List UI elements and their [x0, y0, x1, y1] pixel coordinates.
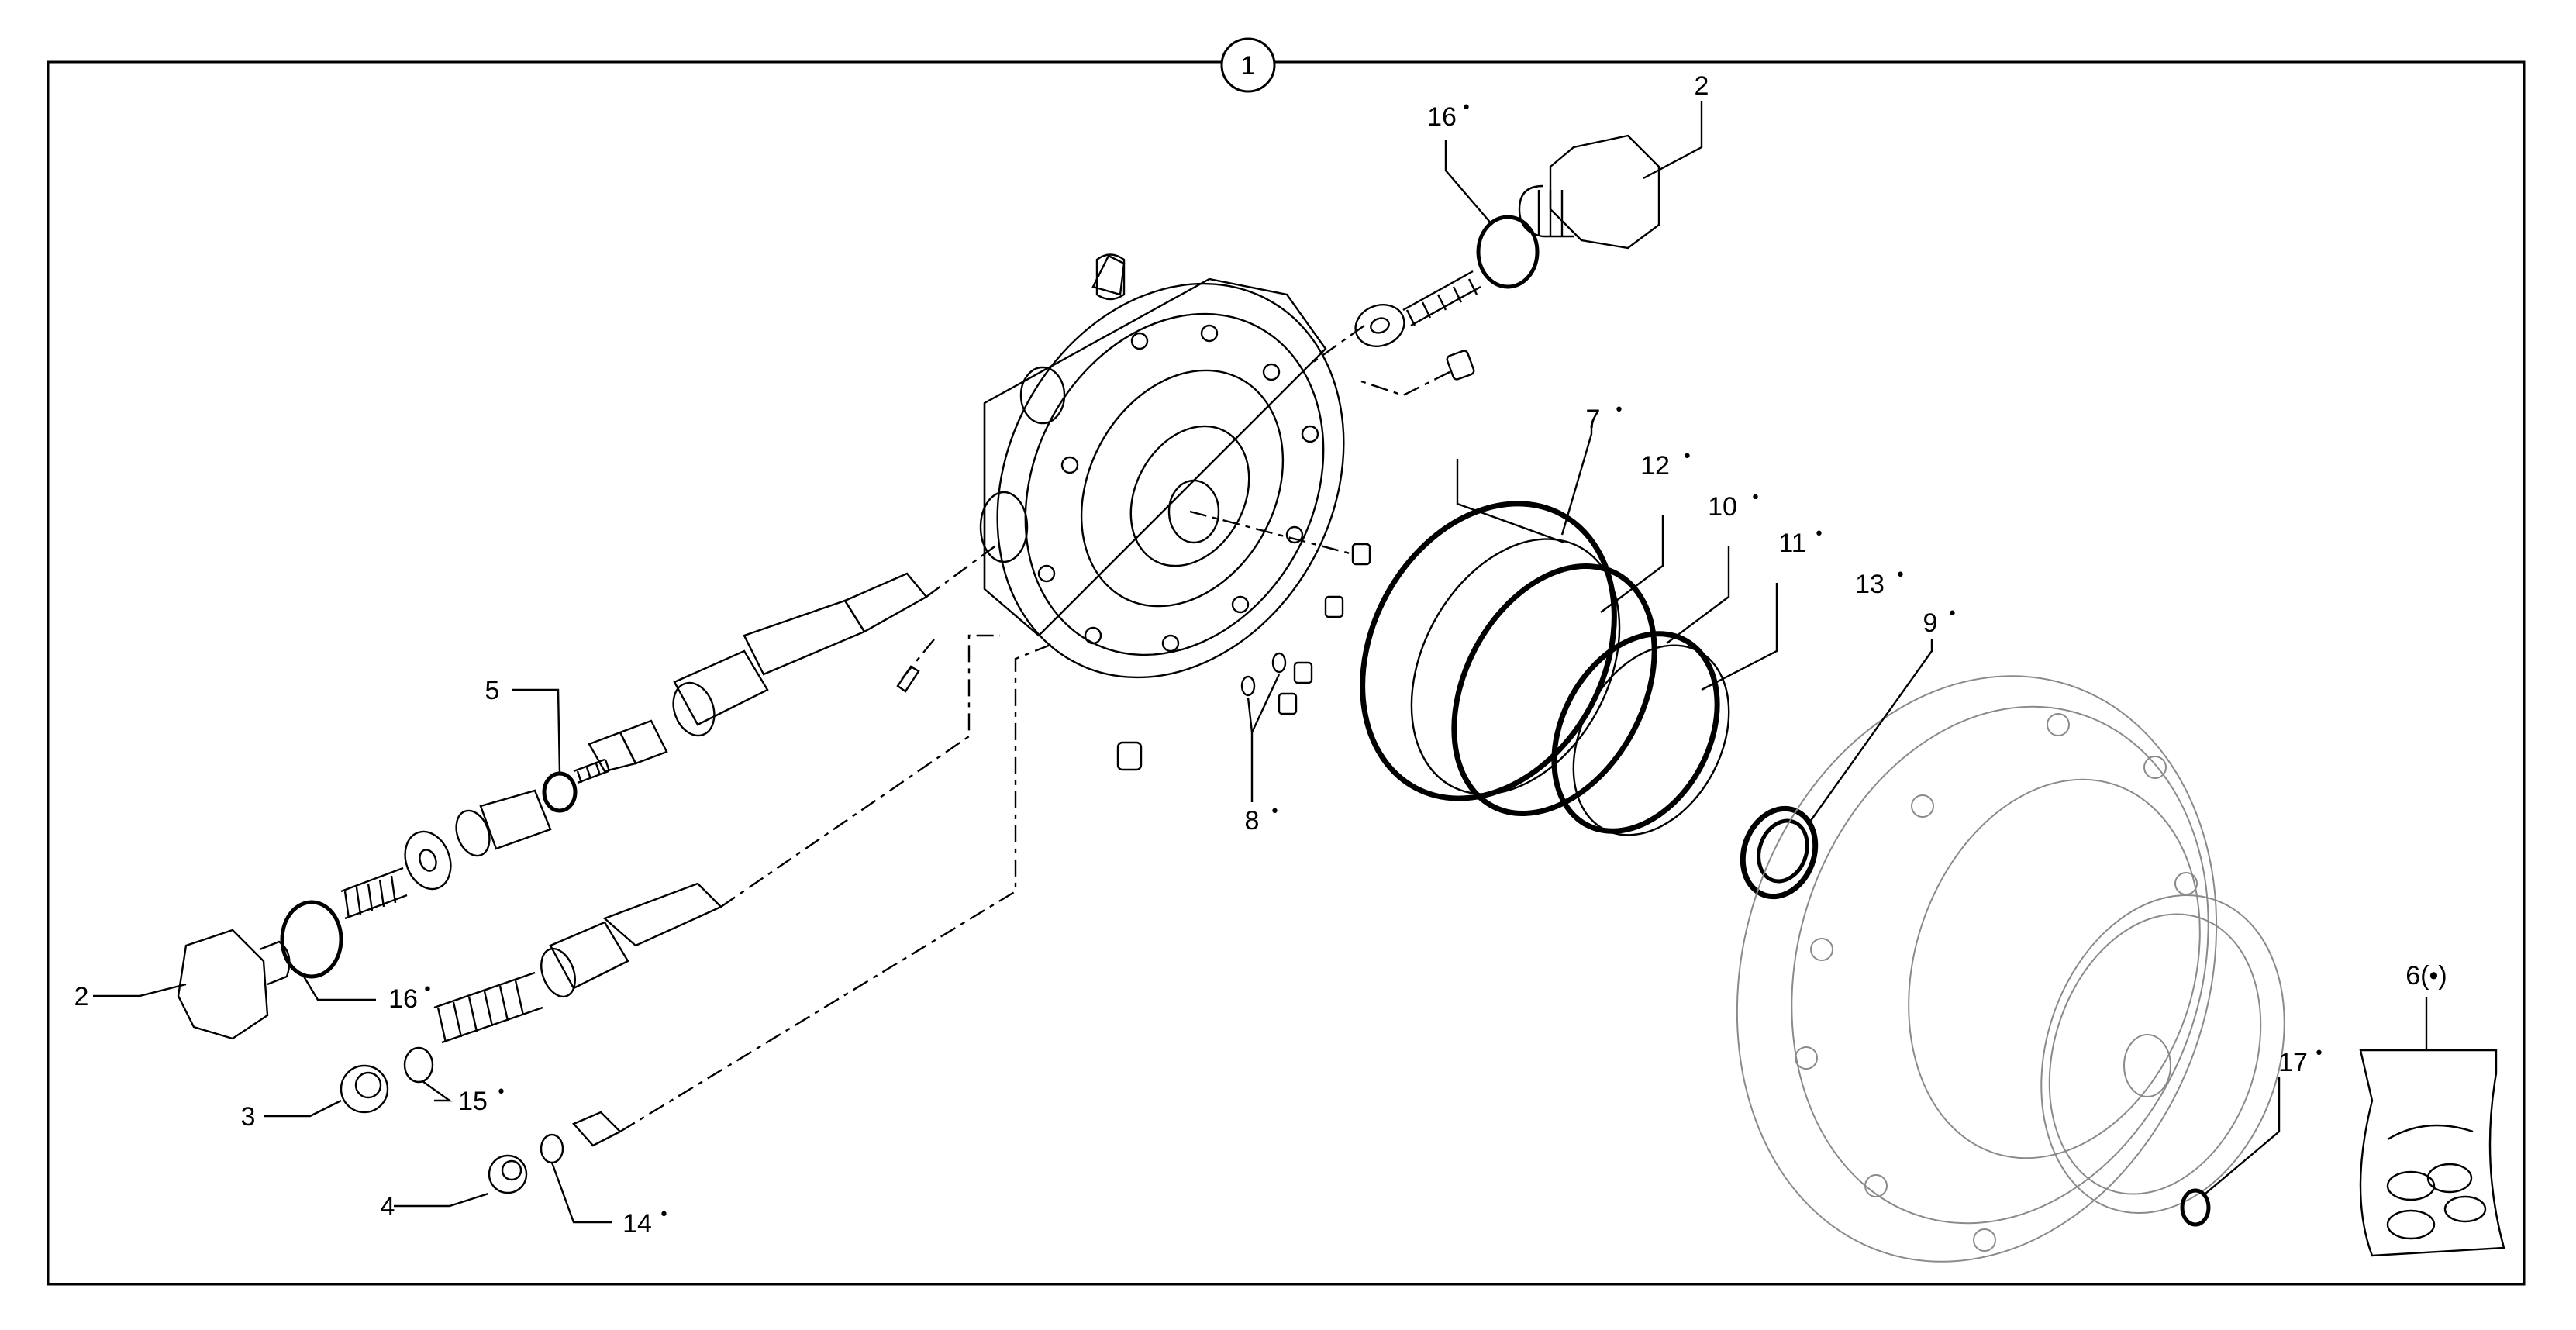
callout-12: 12 • — [1640, 447, 1692, 481]
centerline-6 — [1356, 370, 1450, 397]
spring-long — [433, 971, 543, 1044]
svg-text:8: 8 — [1245, 806, 1260, 836]
centerline-1 — [926, 542, 1001, 598]
centerline-2 — [720, 634, 1000, 908]
svg-text:13: 13 — [1855, 570, 1885, 599]
svg-text:•: • — [1814, 525, 1824, 544]
o-ring-17 — [2180, 1188, 2211, 1227]
svg-text:•: • — [1895, 566, 1905, 585]
spool-lower — [540, 882, 723, 998]
o-ring-8b — [1240, 675, 1256, 697]
o-ring-16-left — [280, 900, 343, 979]
callout-4: 4 — [381, 1192, 395, 1221]
small-plugs-right — [1278, 543, 1371, 715]
svg-text:2: 2 — [1695, 71, 1709, 101]
callout-9: 9 • — [1923, 605, 1957, 638]
seal-kit-bag — [2359, 1049, 2505, 1257]
seal-ring-12 — [1410, 538, 1621, 795]
seal-ring-10 — [1451, 563, 1657, 817]
check-ball-seat — [571, 1111, 622, 1147]
seal-ring-11 — [1551, 631, 1720, 834]
plunger-small — [588, 719, 668, 773]
callout-2-left: 2 — [74, 982, 89, 1011]
o-ring-14 — [540, 1133, 564, 1164]
spring-left — [340, 867, 408, 920]
svg-text:•: • — [1270, 802, 1280, 822]
callout-5: 5 — [485, 676, 500, 705]
svg-text:12: 12 — [1640, 451, 1670, 481]
o-ring-15 — [403, 1046, 434, 1084]
assembly-number-badge: 1 — [1220, 37, 1276, 93]
plug-top-right — [1518, 134, 1660, 250]
piston-mid — [455, 789, 552, 857]
locating-pin-top — [1095, 253, 1126, 301]
plug-left — [177, 929, 291, 1040]
svg-text:16: 16 — [388, 984, 418, 1014]
o-ring-5 — [542, 771, 578, 813]
svg-text:17: 17 — [2278, 1048, 2308, 1077]
washer-top-right — [1354, 304, 1405, 347]
centerline-5 — [1309, 325, 1365, 365]
svg-text:10: 10 — [1708, 492, 1737, 522]
motor-housing — [1736, 675, 2218, 1263]
callout-16-top: 16 • — [1427, 98, 1471, 132]
leader-lines — [93, 101, 2428, 1224]
shaft-seal-9 — [1740, 805, 1819, 900]
callout-7: 7 • — [1586, 401, 1624, 434]
callout-17: 17 • — [2278, 1044, 2324, 1077]
washer-left — [404, 830, 452, 891]
callout-15: 15 • — [458, 1083, 506, 1116]
callout-16-left: 16 • — [388, 980, 433, 1014]
plug-4 — [488, 1154, 528, 1194]
assembly-number: 1 — [1241, 51, 1256, 81]
svg-text:•: • — [1682, 447, 1692, 467]
callout-10: 10 • — [1708, 488, 1760, 522]
output-gear — [2040, 894, 2285, 1215]
seal-ring-13 — [1572, 644, 1730, 836]
callout-13: 13 • — [1855, 566, 1905, 599]
svg-text:5: 5 — [485, 676, 500, 705]
svg-text:3: 3 — [241, 1102, 256, 1132]
svg-text:6(•): 6(•) — [2405, 961, 2447, 991]
grub-screw-bottom — [1116, 741, 1143, 771]
svg-text:2: 2 — [74, 982, 89, 1011]
spring-small-5 — [573, 758, 611, 784]
centerline-7 — [898, 639, 935, 683]
spool-upper — [672, 572, 928, 737]
svg-text:15: 15 — [458, 1087, 488, 1116]
svg-text:•: • — [1750, 488, 1760, 508]
svg-text:•: • — [496, 1083, 506, 1102]
callout-6: 6(•) — [2405, 961, 2447, 991]
callout-2-top: 2 — [1695, 71, 1709, 101]
svg-text:7: 7 — [1586, 405, 1601, 434]
svg-text:16: 16 — [1427, 102, 1457, 132]
svg-text:•: • — [422, 980, 433, 1000]
svg-text:9: 9 — [1923, 608, 1938, 638]
grub-screw-top-right — [1446, 350, 1475, 381]
svg-text:14: 14 — [622, 1209, 652, 1239]
svg-text:•: • — [659, 1205, 669, 1225]
callout-11: 11 • — [1778, 525, 1824, 558]
centerline-4 — [1189, 510, 1354, 556]
plug-3 — [340, 1064, 389, 1114]
o-ring-8a — [1271, 652, 1287, 674]
callout-8: 8 • — [1245, 802, 1280, 836]
svg-text:•: • — [2314, 1044, 2324, 1063]
centerline-3 — [619, 642, 1055, 1133]
svg-text:11: 11 — [1778, 529, 1805, 558]
spring-top-right — [1402, 270, 1481, 327]
svg-text:•: • — [1461, 98, 1471, 118]
svg-text:•: • — [1614, 401, 1624, 420]
o-ring-16-top — [1476, 215, 1540, 289]
svg-text:•: • — [1947, 605, 1957, 624]
valve-housing — [979, 254, 1345, 679]
diagram-frame — [47, 60, 2526, 1286]
callout-3: 3 — [241, 1102, 256, 1132]
svg-text:4: 4 — [381, 1192, 395, 1221]
callout-14: 14 • — [622, 1205, 669, 1239]
